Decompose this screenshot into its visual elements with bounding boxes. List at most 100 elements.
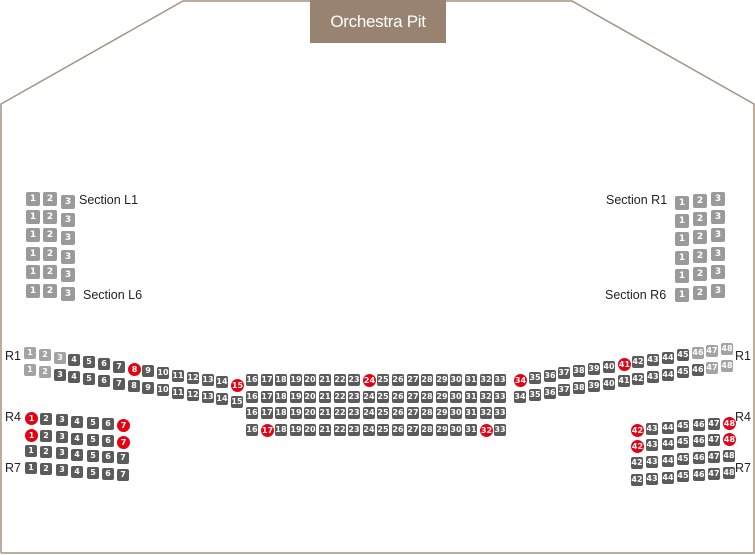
seat-right_wing-R1-39[interactable]: 39 — [588, 363, 600, 375]
seat-lower_right-R5-42[interactable]: 42 — [631, 440, 644, 453]
seat-left_wing-R1-9[interactable]: 9 — [142, 365, 154, 377]
seat-right_wing-R2-42[interactable]: 42 — [632, 373, 644, 385]
seat-left_wing-R2-12[interactable]: 12 — [187, 389, 199, 401]
seat-center-R2-25[interactable]: 25 — [377, 391, 389, 403]
seat-right_wing-R2-46[interactable]: 46 — [692, 364, 704, 376]
seat-lower_right-R4-46[interactable]: 46 — [693, 419, 705, 431]
seat-left_wing-R1-12[interactable]: 12 — [187, 372, 199, 384]
seat-box_left-B2-1[interactable]: 1 — [26, 210, 40, 224]
seat-box_left-B3-1[interactable]: 1 — [26, 228, 40, 242]
seat-lower_right-R7-46[interactable]: 46 — [693, 469, 705, 481]
seat-center-R3-16[interactable]: 16 — [246, 407, 258, 419]
seat-lower_right-R5-46[interactable]: 46 — [693, 435, 705, 447]
seat-lower_left-R5-3[interactable]: 3 — [56, 431, 68, 443]
seat-lower_right-R4-45[interactable]: 45 — [677, 420, 689, 432]
seat-lower_right-R7-48[interactable]: 48 — [723, 467, 735, 479]
seat-center-R2-30[interactable]: 30 — [450, 391, 462, 403]
seat-box_right-B6-3[interactable]: 3 — [711, 284, 725, 298]
seat-center-R3-25[interactable]: 25 — [377, 407, 389, 419]
seat-lower_left-R6-1[interactable]: 1 — [25, 445, 37, 457]
seat-lower_right-R6-42[interactable]: 42 — [631, 457, 643, 469]
seat-lower_right-R4-48[interactable]: 48 — [723, 417, 736, 430]
seat-box_right-B4-2[interactable]: 2 — [693, 249, 707, 263]
seat-box_right-B2-2[interactable]: 2 — [693, 212, 707, 226]
seat-box_left-B5-2[interactable]: 2 — [43, 265, 57, 279]
seat-lower_left-R6-3[interactable]: 3 — [56, 447, 68, 459]
seat-center-R1-27[interactable]: 27 — [407, 374, 419, 386]
seat-left_wing-R1-5[interactable]: 5 — [83, 356, 95, 368]
seat-left_wing-R2-7[interactable]: 7 — [113, 378, 125, 390]
seat-left_wing-R2-3[interactable]: 3 — [54, 369, 66, 381]
seat-lower_left-R7-4[interactable]: 4 — [71, 466, 83, 478]
seat-lower_right-R7-43[interactable]: 43 — [646, 473, 658, 485]
seat-center-R2-16[interactable]: 16 — [246, 391, 258, 403]
seat-right_wing-R2-41[interactable]: 41 — [618, 375, 630, 387]
seat-lower_right-R4-42[interactable]: 42 — [631, 424, 644, 437]
seat-center-R4-31[interactable]: 31 — [465, 424, 477, 436]
seat-lower_left-R7-6[interactable]: 6 — [102, 468, 114, 480]
seat-box_left-B2-3[interactable]: 3 — [61, 213, 75, 227]
seat-center-R3-30[interactable]: 30 — [450, 407, 462, 419]
seat-box_left-B1-2[interactable]: 2 — [43, 192, 57, 206]
seat-center-R4-28[interactable]: 28 — [421, 424, 433, 436]
seat-right_wing-R2-40[interactable]: 40 — [603, 378, 615, 390]
seat-lower_left-R5-4[interactable]: 4 — [71, 433, 83, 445]
seat-center-R3-24[interactable]: 24 — [363, 407, 375, 419]
seat-center-R4-26[interactable]: 26 — [392, 424, 404, 436]
seat-center-R2-18[interactable]: 18 — [275, 391, 287, 403]
seat-lower_left-R7-1[interactable]: 1 — [25, 462, 37, 474]
seat-lower_left-R7-7[interactable]: 7 — [117, 469, 129, 481]
seat-lower_right-R5-45[interactable]: 45 — [677, 436, 689, 448]
seat-lower_left-R5-6[interactable]: 6 — [102, 435, 114, 447]
seat-box_left-B6-3[interactable]: 3 — [61, 287, 75, 301]
seat-center-R3-29[interactable]: 29 — [436, 407, 448, 419]
seat-left_wing-R1-6[interactable]: 6 — [98, 358, 110, 370]
seat-right_wing-R1-40[interactable]: 40 — [603, 361, 615, 373]
seat-box_right-B3-2[interactable]: 2 — [693, 230, 707, 244]
seat-center-R4-20[interactable]: 20 — [304, 424, 316, 436]
seat-lower_right-R6-46[interactable]: 46 — [693, 452, 705, 464]
seat-lower_right-R4-44[interactable]: 44 — [662, 422, 674, 434]
seat-box_left-B4-1[interactable]: 1 — [26, 247, 40, 261]
seat-lower_right-R7-44[interactable]: 44 — [662, 472, 674, 484]
seat-lower_right-R7-47[interactable]: 47 — [708, 468, 720, 480]
seat-left_wing-R1-3[interactable]: 3 — [54, 352, 66, 364]
seat-center-R1-30[interactable]: 30 — [450, 374, 462, 386]
seat-box_right-B1-1[interactable]: 1 — [675, 196, 689, 210]
seat-right_wing-R1-36[interactable]: 36 — [544, 370, 556, 382]
seat-lower_right-R5-44[interactable]: 44 — [662, 438, 674, 450]
seat-lower_left-R5-1[interactable]: 1 — [25, 429, 38, 442]
seat-lower_left-R4-5[interactable]: 5 — [87, 417, 99, 429]
seat-lower_left-R7-2[interactable]: 2 — [40, 463, 52, 475]
seat-box_right-B5-1[interactable]: 1 — [675, 269, 689, 283]
seat-left_wing-R1-8[interactable]: 8 — [128, 363, 141, 376]
seat-center-R4-29[interactable]: 29 — [436, 424, 448, 436]
seat-center-R4-22[interactable]: 22 — [334, 424, 346, 436]
seat-box_right-B2-3[interactable]: 3 — [711, 210, 725, 224]
seat-left_wing-R2-13[interactable]: 13 — [202, 391, 214, 403]
seat-left_wing-R1-4[interactable]: 4 — [68, 354, 80, 366]
seat-center-R3-18[interactable]: 18 — [275, 407, 287, 419]
seat-center-R4-16[interactable]: 16 — [246, 424, 258, 436]
seat-center-R4-17[interactable]: 17 — [261, 424, 274, 437]
seat-box_right-B5-2[interactable]: 2 — [693, 267, 707, 281]
seat-center-R1-26[interactable]: 26 — [392, 374, 404, 386]
seat-center-R2-31[interactable]: 31 — [465, 391, 477, 403]
seat-right_wing-R1-37[interactable]: 37 — [558, 367, 570, 379]
seat-box_right-B4-3[interactable]: 3 — [711, 247, 725, 261]
seat-left_wing-R2-14[interactable]: 14 — [216, 393, 228, 405]
seat-right_wing-R1-41[interactable]: 41 — [618, 358, 631, 371]
seat-center-R4-23[interactable]: 23 — [348, 424, 360, 436]
seat-center-R3-20[interactable]: 20 — [304, 407, 316, 419]
seat-lower_left-R4-4[interactable]: 4 — [71, 416, 83, 428]
seat-center-R1-16[interactable]: 16 — [246, 374, 258, 386]
seat-left_wing-R1-10[interactable]: 10 — [157, 367, 169, 379]
seat-lower_right-R5-47[interactable]: 47 — [708, 434, 720, 446]
seat-lower_left-R4-1[interactable]: 1 — [25, 412, 38, 425]
seat-lower_right-R7-42[interactable]: 42 — [631, 474, 643, 486]
seat-right_wing-R1-43[interactable]: 43 — [647, 354, 659, 366]
seat-center-R1-24[interactable]: 24 — [363, 374, 376, 387]
seat-center-R1-28[interactable]: 28 — [421, 374, 433, 386]
seat-lower_right-R4-47[interactable]: 47 — [708, 418, 720, 430]
seat-right_wing-R2-48[interactable]: 48 — [721, 360, 733, 372]
